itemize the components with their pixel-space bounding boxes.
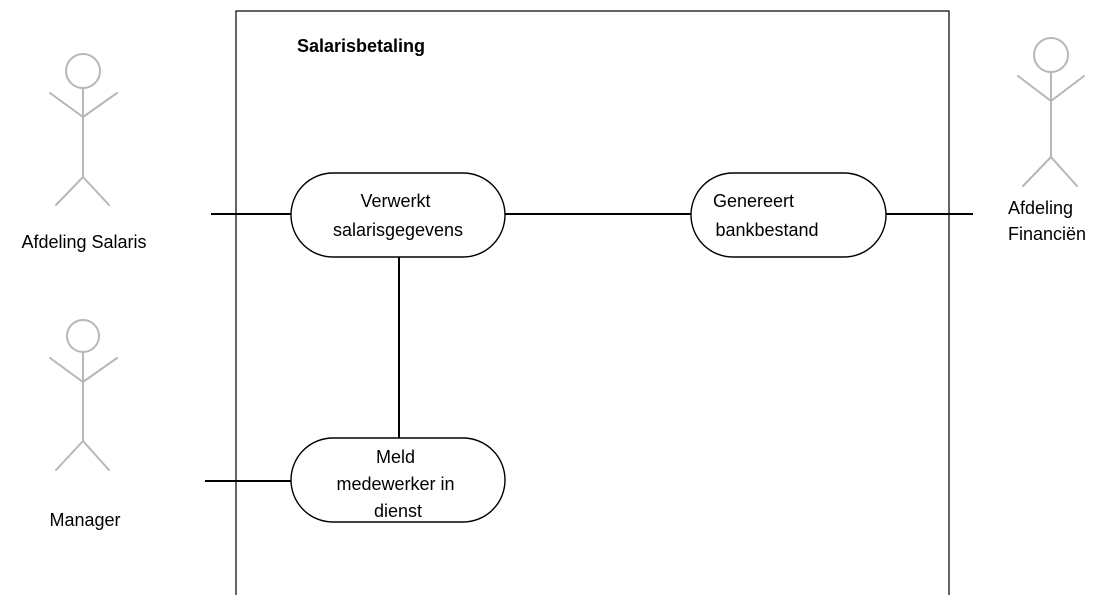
actor-afdeling-financien: Afdeling Financiën bbox=[1008, 37, 1086, 244]
system-boundary bbox=[235, 10, 950, 595]
actor-manager-label: Manager bbox=[49, 510, 120, 530]
svg-text:Afdeling Salaris: Afdeling Salaris bbox=[21, 232, 146, 252]
stick-figure-icon bbox=[1017, 37, 1085, 187]
actor-salaris-label: Afdeling Salaris bbox=[21, 232, 146, 252]
usecase-meld-line-2: medewerker in bbox=[336, 474, 454, 494]
actor-financien-label-line-1: Afdeling bbox=[1008, 198, 1073, 218]
svg-text:Verwerkt salarisgegevens: Verwerkt salarisgegevens bbox=[333, 191, 463, 240]
usecase-verwerkt-salarisgegevens: Verwerkt salarisgegevens bbox=[290, 172, 506, 258]
svg-text:Meld medewerker in: Meld medewerker in dienst bbox=[336, 447, 459, 521]
stick-figure-icon bbox=[49, 53, 118, 206]
usecase-genereert-bankbestand: Genereert bankbestand bbox=[690, 172, 887, 258]
svg-text:Afdeling Financiën: Afdeling Financiën bbox=[1008, 198, 1086, 244]
usecase-meld-medewerker-in-dienst: Meld medewerker in dienst bbox=[290, 437, 506, 523]
usecase-meld-line-3: dienst bbox=[374, 501, 422, 521]
usecase-verwerkt-line-2: salarisgegevens bbox=[333, 220, 463, 240]
actor-financien-label-line-2: Financiën bbox=[1008, 224, 1086, 244]
actor-afdeling-salaris: Afdeling Salaris bbox=[21, 53, 147, 252]
usecase-verwerkt-line-1: Verwerkt bbox=[360, 191, 430, 211]
svg-text:Manager: Manager bbox=[49, 510, 120, 530]
usecase-meld-line-1: Meld bbox=[376, 447, 415, 467]
system-title: Salarisbetaling bbox=[297, 36, 425, 56]
actor-manager: Manager bbox=[49, 319, 121, 530]
usecase-genereert-line-1: Genereert bbox=[713, 191, 794, 211]
usecase-genereert-line-2: bankbestand bbox=[715, 220, 818, 240]
svg-text:Genereert bankbestand: Genereert bankbestand bbox=[713, 191, 819, 240]
stick-figure-icon bbox=[49, 319, 118, 471]
